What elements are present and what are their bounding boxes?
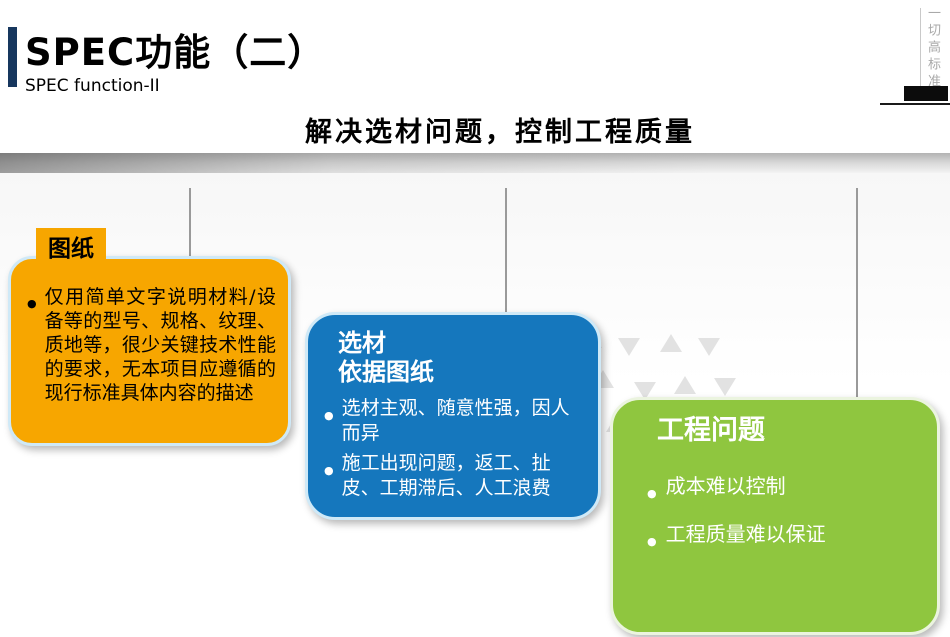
problems-bullet-list: 成本难以控制 工程质量难以保证 (613, 473, 923, 555)
slide-title: SPEC功能（二） (25, 31, 326, 74)
gradient-divider-band (0, 153, 950, 173)
section-heading: 解决选材问题，控制工程质量 (305, 117, 695, 148)
side-vertical-text: 一切高标准 (925, 6, 940, 91)
bullet-item: 仅用简单文字说明材料/设备等的型号、规格、纹理、质地等，很少关键技术性能的要求，… (25, 285, 276, 405)
selection-title-line-1: 选材 (338, 329, 386, 357)
problems-card: 工程问题 成本难以控制 工程质量难以保证 (610, 397, 940, 635)
connector-line-drawing (189, 188, 191, 257)
selection-card: 选材 依据图纸 选材主观、随意性强，因人而异 施工出现问题，返工、扯皮、工期滞后… (305, 312, 601, 520)
selection-card-title: 选材 依据图纸 (308, 325, 588, 387)
bullet-text: 施工出现问题，返工、扯皮、工期滞后、人工浪费 (341, 452, 551, 499)
selection-title-line-2: 依据图纸 (338, 358, 434, 386)
side-divider-line (920, 8, 921, 86)
bullet-text: 工程质量难以保证 (665, 522, 826, 546)
connector-line-selection (505, 188, 507, 313)
drawing-card-tag: 图纸 (36, 228, 106, 266)
drawing-card: 仅用简单文字说明材料/设备等的型号、规格、纹理、质地等，很少关键技术性能的要求，… (8, 256, 291, 446)
side-black-line (880, 103, 950, 105)
bullet-text: 成本难以控制 (665, 474, 786, 498)
selection-bullet-list: 选材主观、随意性强，因人而异 施工出现问题，返工、扯皮、工期滞后、人工浪费 (308, 396, 588, 501)
bullet-text: 选材主观、随意性强，因人而异 (341, 397, 570, 444)
bullet-item: 工程质量难以保证 (647, 521, 923, 555)
bullet-item: 施工出现问题，返工、扯皮、工期滞后、人工浪费 (324, 451, 588, 501)
side-black-square (904, 86, 948, 101)
slide-subtitle: SPEC function-II (25, 76, 160, 96)
bullet-item: 选材主观、随意性强，因人而异 (324, 396, 588, 446)
connector-line-problems (856, 188, 858, 398)
title-accent-bar (8, 27, 17, 87)
problems-card-title: 工程问题 (657, 415, 765, 446)
bullet-item: 成本难以控制 (647, 473, 923, 507)
bullet-text: 仅用简单文字说明材料/设备等的型号、规格、纹理、质地等，很少关键技术性能的要求，… (44, 286, 276, 404)
